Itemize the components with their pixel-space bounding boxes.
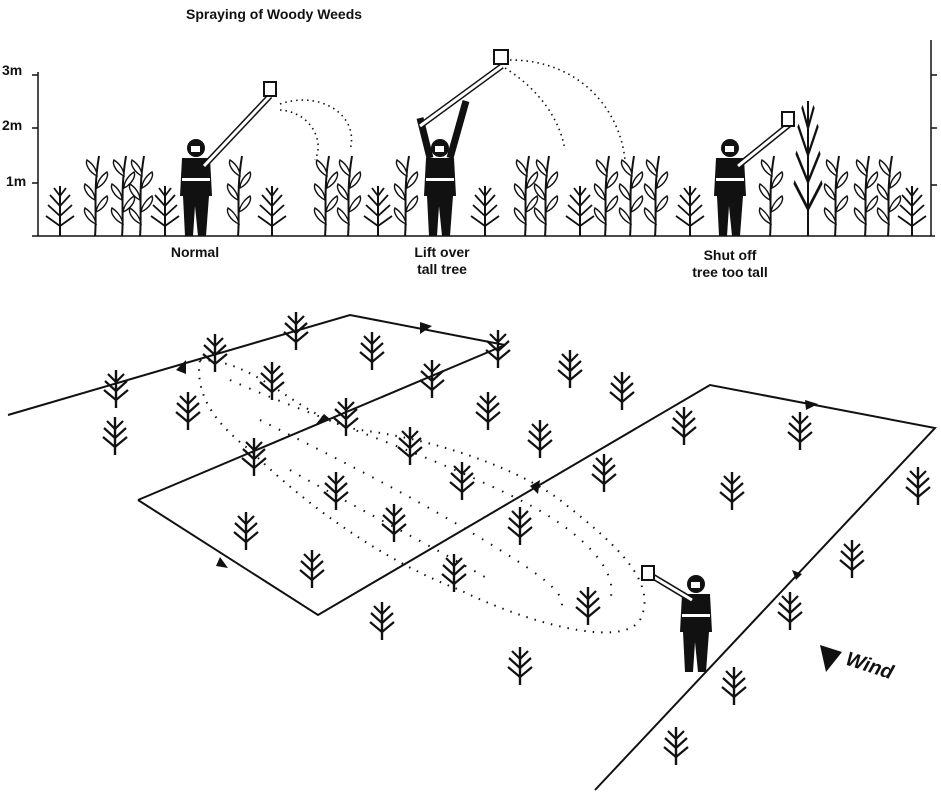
worker-plan-view	[642, 566, 712, 672]
plan-view-panel	[8, 312, 935, 790]
spray-normal	[280, 100, 352, 150]
spray-lift	[510, 60, 625, 160]
side-view-panel	[32, 40, 937, 236]
sprayed-area	[199, 360, 644, 632]
wind-arrow-icon	[820, 645, 842, 672]
